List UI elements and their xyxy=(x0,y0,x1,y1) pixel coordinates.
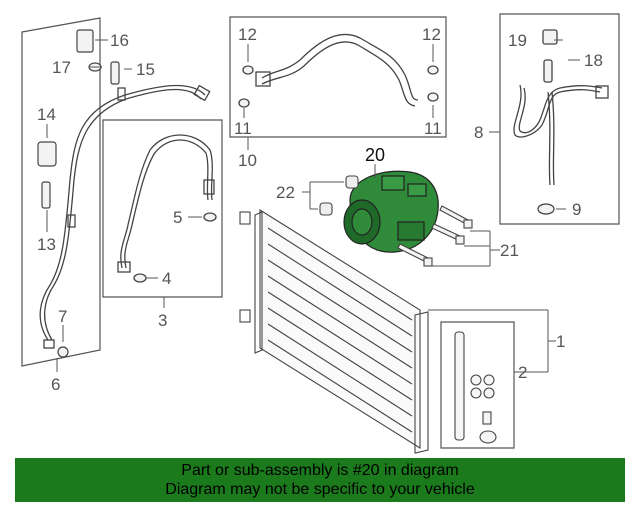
callout-4: 4 xyxy=(162,269,171,288)
callout-21: 21 xyxy=(500,241,519,260)
group-box-3 xyxy=(102,119,223,298)
callout-7: 7 xyxy=(58,307,67,326)
hose-lines-8 xyxy=(513,29,609,215)
callout-2: 2 xyxy=(518,363,527,382)
callout-11a: 11 xyxy=(234,119,252,138)
ac-compressor xyxy=(343,170,439,253)
condenser xyxy=(239,209,429,454)
callout-14: 14 xyxy=(37,105,56,124)
hose-lines-10 xyxy=(238,33,439,108)
callout-6: 6 xyxy=(51,375,60,394)
group-box-2 xyxy=(440,321,515,449)
group-box-8 xyxy=(499,13,620,225)
fittings-left xyxy=(37,29,120,358)
hose-lines-3 xyxy=(117,134,217,283)
callout-12b: 12 xyxy=(422,25,441,44)
info-banner: Part or sub-assembly is #20 in diagram D… xyxy=(15,458,625,502)
bushings xyxy=(319,175,359,216)
callout-22: 22 xyxy=(276,183,295,202)
callout-17: 17 xyxy=(52,58,71,77)
bolts xyxy=(397,205,473,267)
leader-lines xyxy=(46,39,580,373)
group-box-10 xyxy=(229,16,447,138)
receiver-drier xyxy=(454,331,497,444)
banner-line-2: Diagram may not be specific to your vehi… xyxy=(165,481,475,498)
callout-10: 10 xyxy=(238,151,257,170)
callout-13: 13 xyxy=(37,235,56,254)
parts-diagram: 16 17 15 14 13 7 6 5 4 3 12 12 11 11 10 … xyxy=(21,13,620,454)
callout-11b: 11 xyxy=(424,119,442,138)
callout-9: 9 xyxy=(572,200,581,219)
callout-8: 8 xyxy=(474,123,483,142)
callout-20: 20 xyxy=(365,145,385,165)
callout-18: 18 xyxy=(584,51,603,70)
callout-5: 5 xyxy=(173,208,182,227)
callout-1: 1 xyxy=(556,332,565,351)
callout-3: 3 xyxy=(158,311,167,330)
callout-19: 19 xyxy=(508,31,527,50)
group-box-6 xyxy=(21,17,101,367)
callout-16: 16 xyxy=(110,31,129,50)
hose-lines-left xyxy=(39,84,211,349)
callout-15: 15 xyxy=(136,60,155,79)
banner-line-1: Part or sub-assembly is #20 in diagram xyxy=(181,462,459,479)
callout-12a: 12 xyxy=(238,25,257,44)
